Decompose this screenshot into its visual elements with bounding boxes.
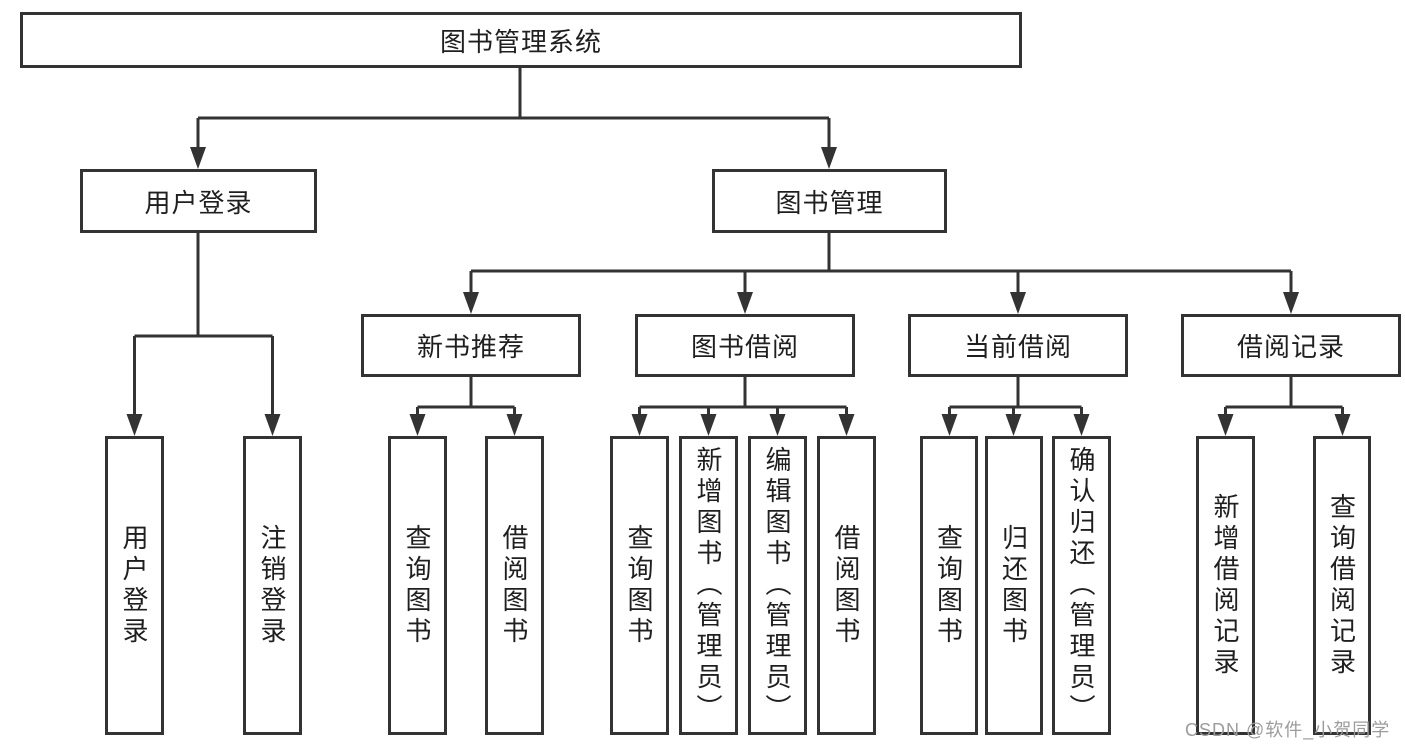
leaf-current-query-books-label: 查询图书 bbox=[933, 523, 964, 648]
node-book-management-label: 图书管理 bbox=[775, 187, 884, 218]
node-new-book-recommend-label: 新书推荐 bbox=[416, 332, 525, 362]
node-borrow-records: 借阅记录 bbox=[1181, 314, 1401, 377]
leaf-records-query-record: 查询借阅记录 bbox=[1313, 436, 1371, 735]
leaf-records-query-record-label: 查询借阅记录 bbox=[1326, 492, 1357, 679]
node-book-borrow: 图书借阅 bbox=[635, 314, 855, 377]
arrowheads-book-borrow-fork bbox=[631, 414, 855, 436]
node-library-system-label: 图书管理系统 bbox=[439, 26, 602, 57]
node-current-borrow: 当前借阅 bbox=[908, 314, 1128, 377]
node-new-book-recommend: 新书推荐 bbox=[361, 314, 581, 377]
arrowheads-new-book-recommend-fork bbox=[409, 414, 523, 436]
leaf-current-return-books: 归还图书 bbox=[985, 436, 1043, 735]
watermark-csdn: CSDN @软件_小贺同学 bbox=[1185, 720, 1391, 740]
leaf-borrow-add-books-admin: 新增图书（管理员） bbox=[679, 436, 738, 735]
edge-book-management-to-level3 bbox=[469, 233, 1293, 294]
leaf-recommend-borrow-books-label: 借阅图书 bbox=[499, 523, 529, 648]
leaf-records-add-record: 新增借阅记录 bbox=[1196, 436, 1255, 735]
node-user-login-label: 用户登录 bbox=[144, 187, 253, 218]
edge-user-login-fork bbox=[133, 233, 274, 417]
node-library-system: 图书管理系统 bbox=[20, 12, 1022, 68]
leaf-recommend-query-books-label: 查询图书 bbox=[402, 523, 432, 648]
leaf-logout: 注销登录 bbox=[243, 436, 302, 735]
arrowheads-user-login-fork bbox=[126, 414, 281, 436]
leaf-borrow-borrow-books-label: 借阅图书 bbox=[831, 523, 861, 648]
leaf-borrow-edit-books-admin: 编辑图书（管理员） bbox=[748, 436, 807, 735]
leaf-current-return-books-label: 归还图书 bbox=[998, 523, 1029, 648]
edge-borrow-records-fork bbox=[1224, 377, 1344, 417]
leaf-borrow-edit-books-admin-label: 编辑图书（管理员） bbox=[762, 446, 792, 725]
leaf-records-add-record-label: 新增借阅记录 bbox=[1210, 492, 1240, 679]
arrowheads-borrow-records-fork bbox=[1217, 414, 1351, 436]
leaf-logout-label: 注销登录 bbox=[257, 523, 287, 648]
leaf-borrow-query-books: 查询图书 bbox=[610, 436, 669, 735]
arrowheads-current-borrow-fork bbox=[941, 414, 1090, 436]
leaf-borrow-borrow-books: 借阅图书 bbox=[817, 436, 876, 735]
arrowheads-book-management-to-level3 bbox=[463, 292, 1299, 314]
leaf-current-query-books: 查询图书 bbox=[920, 436, 978, 735]
edge-current-borrow-fork bbox=[948, 377, 1083, 417]
node-book-borrow-label: 图书借阅 bbox=[690, 332, 799, 362]
leaf-recommend-query-books: 查询图书 bbox=[388, 436, 447, 735]
edge-new-book-recommend-fork bbox=[416, 377, 516, 417]
arrowheads-root-to-level2 bbox=[190, 147, 837, 169]
node-user-login: 用户登录 bbox=[80, 169, 317, 233]
leaf-borrow-query-books-label: 查询图书 bbox=[624, 523, 654, 648]
node-book-management: 图书管理 bbox=[712, 169, 947, 233]
leaf-user-login-label: 用户登录 bbox=[119, 523, 149, 648]
node-current-borrow-label: 当前借阅 bbox=[963, 332, 1072, 362]
leaf-current-confirm-return-admin-label: 确认归还（管理员） bbox=[1066, 446, 1096, 725]
edge-root-to-level2 bbox=[196, 67, 831, 150]
leaf-borrow-add-books-admin-label: 新增图书（管理员） bbox=[693, 446, 723, 725]
leaf-recommend-borrow-books: 借阅图书 bbox=[485, 436, 544, 735]
leaf-current-confirm-return-admin: 确认归还（管理员） bbox=[1052, 436, 1111, 735]
node-borrow-records-label: 借阅记录 bbox=[1236, 332, 1345, 362]
edge-book-borrow-fork bbox=[638, 377, 848, 417]
leaf-user-login: 用户登录 bbox=[105, 436, 164, 735]
